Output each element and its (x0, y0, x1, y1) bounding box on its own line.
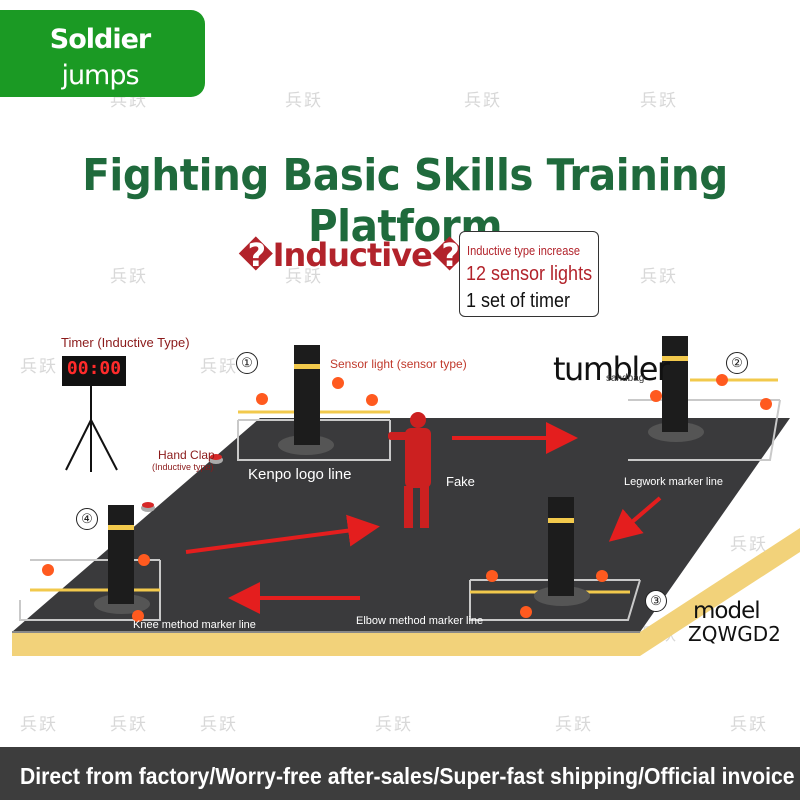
brand-line-1: Soldier (49, 24, 151, 55)
tumbler-3 (534, 497, 590, 606)
arrow-diagonal-up (185, 514, 380, 554)
inductive-tag: �Inductive� (238, 236, 467, 274)
sandbag-label: sandbag (606, 373, 645, 384)
brand-line-2: jumps (61, 60, 139, 91)
watermark: 兵跃 (20, 715, 58, 735)
station-number-3: ③ (645, 590, 667, 612)
model-number: ZQWGD2 (688, 622, 781, 646)
sensor-light (760, 398, 772, 410)
watermark: 兵跃 (375, 715, 413, 735)
sensor-light (366, 394, 378, 406)
sensor-light (596, 570, 608, 582)
model-label: model (693, 598, 761, 624)
timer-display: 00:00 (66, 358, 122, 379)
sensor-light (42, 564, 54, 576)
platform-edge (12, 528, 800, 656)
station-number-2: ② (726, 352, 748, 374)
sensor-light (332, 377, 344, 389)
info-box: Inductive type increase 12 sensor lights… (459, 231, 599, 317)
arrow-diagonal-down (608, 496, 662, 542)
footer-bar (0, 747, 800, 800)
tumbler-2 (648, 336, 704, 442)
timer-stand (65, 384, 118, 472)
sensor-light-label: Sensor light (sensor type) (330, 357, 467, 371)
sensor-light (138, 554, 150, 566)
watermark: 兵跃 (200, 715, 238, 735)
watermark: 兵跃 (110, 715, 148, 735)
watermark: 兵跃 (730, 715, 768, 735)
page-title: Fighting Basic Skills Training Platform (82, 150, 728, 252)
elbow-line-label: Elbow method marker line (356, 615, 484, 627)
inductive-type-label: (Inductive type) (152, 462, 214, 472)
info-line-1: Inductive type increase (467, 243, 581, 258)
watermark: 兵跃 (285, 267, 323, 287)
tumbler-4 (94, 505, 150, 614)
watermark: 兵跃 (640, 267, 678, 287)
tumbler-1 (278, 345, 334, 455)
watermark: 兵跃 (200, 357, 238, 377)
station-number-1: ① (236, 352, 258, 374)
hand-clap-button-2 (141, 502, 155, 512)
tumbler-label: tumbler (553, 350, 670, 388)
brand-badge: Soldier jumps (0, 10, 205, 97)
fake-label: Fake (446, 474, 475, 489)
sensor-light (520, 606, 532, 618)
sensor-light (650, 390, 662, 402)
watermark: 兵跃 (110, 267, 148, 287)
legwork-line-label: Legwork marker line (624, 476, 724, 488)
info-line-2: 12 sensor lights (466, 263, 593, 285)
kenpo-line-label: Kenpo logo line (248, 466, 352, 483)
watermark: 兵跃 (464, 91, 502, 111)
watermark: 兵跃 (730, 535, 768, 555)
timer-label: Timer (Inductive Type) (61, 335, 190, 350)
footer-text: Direct from factory/Worry-free after-sal… (20, 763, 795, 789)
watermark: 兵跃 (20, 357, 58, 377)
knee-line-label: Knee method marker line (133, 619, 256, 631)
watermark: 兵跃 (285, 91, 323, 111)
fighter-figure (388, 412, 431, 528)
hand-clap-button (209, 454, 223, 464)
station-number-4: ④ (76, 508, 98, 530)
sensor-light (486, 570, 498, 582)
sensor-light (132, 610, 144, 622)
sensor-light (716, 374, 728, 386)
sensor-light (256, 393, 268, 405)
direction-arrows (185, 422, 662, 614)
platform-surface (12, 418, 790, 632)
sensor-lights (42, 374, 772, 622)
info-line-3: 1 set of timer (466, 290, 571, 312)
watermark: 兵跃 (640, 91, 678, 111)
hand-clap-label: Hand Clap (158, 448, 215, 462)
timer-box (62, 356, 126, 386)
watermark: 兵跃 (555, 715, 593, 735)
